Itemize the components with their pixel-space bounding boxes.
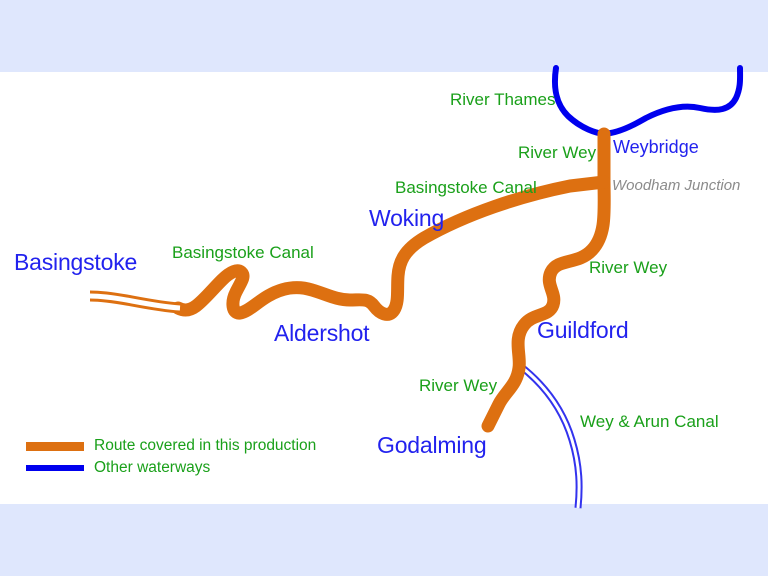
basingstoke-canal-disused-inner-path xyxy=(89,293,181,311)
bottom-decorative-band xyxy=(0,504,768,576)
wey-arun-canal-inner-path xyxy=(518,363,581,509)
top-decorative-band xyxy=(0,0,768,72)
town-label-guildford: Guildford xyxy=(537,317,629,343)
town-label-aldershot: Aldershot xyxy=(274,320,370,346)
waterway-label-river-wey-south: River Wey xyxy=(419,376,498,395)
waterway-label-river-thames: River Thames xyxy=(450,90,556,109)
legend-row-other-waterways: Other waterways xyxy=(26,457,316,479)
legend-label-route: Route covered in this production xyxy=(94,437,317,455)
river-thames-path xyxy=(551,65,744,137)
waterway-label-river-wey-north: River Wey xyxy=(518,143,597,162)
legend-row-route: Route covered in this production xyxy=(26,435,316,457)
town-label-godalming: Godalming xyxy=(377,432,487,458)
town-label-woking: Woking xyxy=(369,205,445,231)
legend-swatch-route-icon xyxy=(26,441,84,451)
town-label-basingstoke: Basingstoke xyxy=(14,249,138,275)
legend-label-other-waterways: Other waterways xyxy=(94,459,211,477)
waterway-label-wey-and-arun-canal: Wey & Arun Canal xyxy=(580,412,719,431)
waterway-label-river-wey-middle: River Wey xyxy=(589,258,668,277)
basingstoke-canal-route-path xyxy=(171,175,611,321)
waterway-label-basingstoke-canal-east: Basingstoke Canal xyxy=(395,178,537,197)
legend-swatch-other-waterways-icon xyxy=(26,465,84,471)
town-label-weybridge: Weybridge xyxy=(613,137,699,157)
map-legend: Route covered in this production Other w… xyxy=(26,435,316,479)
river-wey-route-path xyxy=(481,127,611,433)
waterway-label-basingstoke-canal-west: Basingstoke Canal xyxy=(172,243,314,262)
junction-label-woodham-junction: Woodham Junction xyxy=(612,177,741,194)
